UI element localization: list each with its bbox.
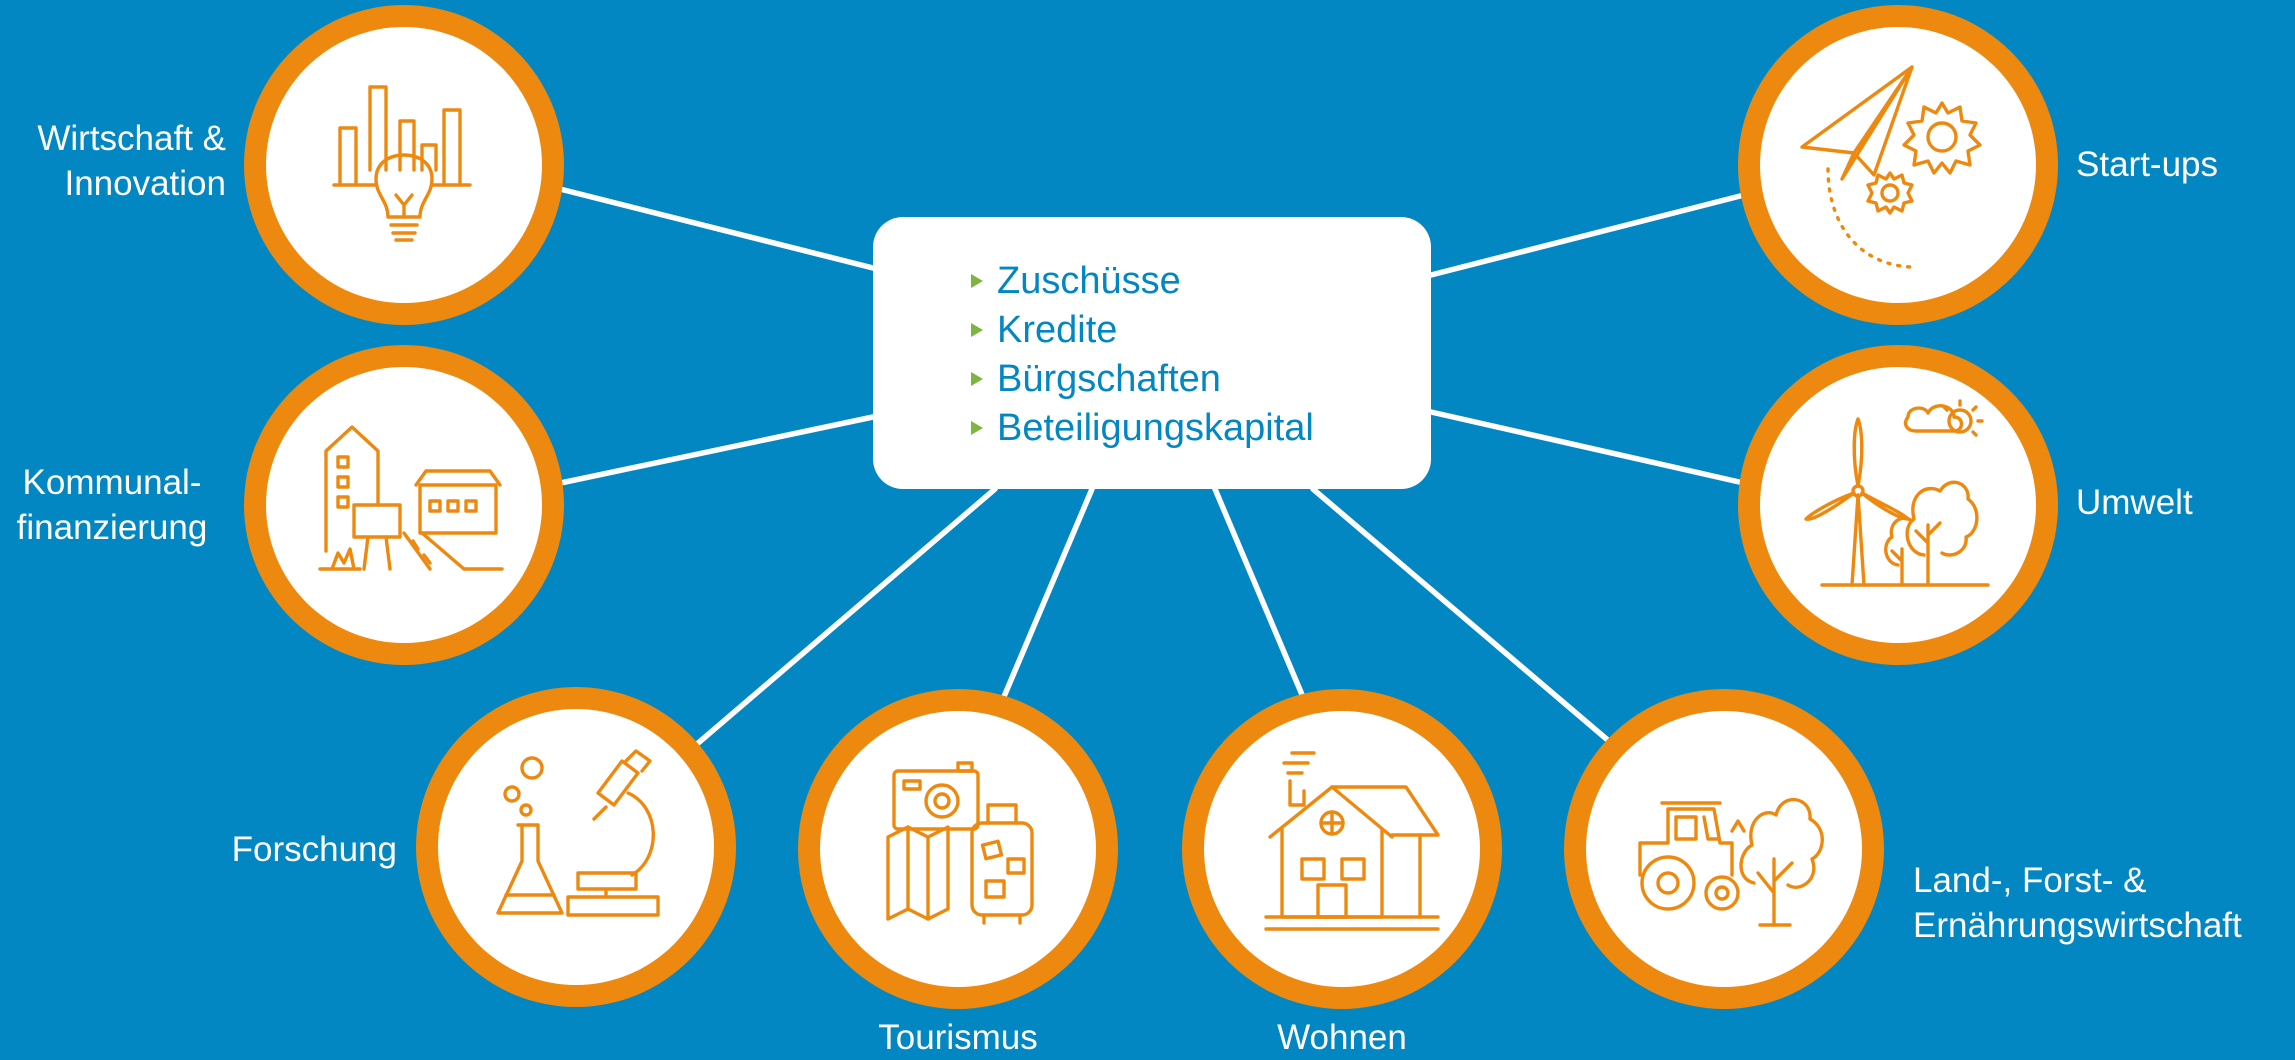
list-item: Bürgschaften xyxy=(971,355,1431,404)
label-line: Wohnen xyxy=(1277,1018,1407,1057)
funding-type-label: Beteiligungskapital xyxy=(997,407,1314,449)
label-line: Umwelt xyxy=(2076,483,2193,522)
connector-umwelt xyxy=(1428,409,1751,487)
ring-inner xyxy=(1760,27,2036,303)
list-item: Kredite xyxy=(971,306,1431,355)
list-item: Beteiligungskapital xyxy=(971,404,1431,453)
ring-inner xyxy=(1586,711,1862,987)
connectors xyxy=(553,185,1751,753)
buildings-road-icon xyxy=(318,425,504,571)
ring-inner xyxy=(266,367,542,643)
connector-wirtschaft xyxy=(553,185,876,271)
label-line: finanzierung xyxy=(16,508,208,547)
paper-plane-gears-icon xyxy=(1800,65,1982,269)
node-tourismus xyxy=(798,689,1118,1009)
funding-types-box: Zuschüsse Kredite Bürgschaften Beteiligu… xyxy=(873,217,1431,489)
node-land xyxy=(1564,689,1884,1009)
node-forschung xyxy=(416,687,736,1007)
funding-type-label: Bürgschaften xyxy=(997,358,1221,400)
node-startups xyxy=(1738,5,2058,325)
ring-inner xyxy=(1204,711,1480,987)
label-line: Ernährungswirtschaft xyxy=(1913,906,2242,945)
funding-types-list: Zuschüsse Kredite Bürgschaften Beteiligu… xyxy=(971,257,1431,453)
wind-turbine-tree-icon xyxy=(1804,399,1990,587)
label-startups: Start-ups xyxy=(2076,142,2218,187)
microscope-flask-icon xyxy=(496,749,660,917)
label-umwelt: Umwelt xyxy=(2076,480,2193,525)
label-line: Land-, Forst- & xyxy=(1913,861,2147,900)
bullet-triangle-icon xyxy=(971,274,983,288)
label-wirtschaft: Wirtschaft & Innovation xyxy=(37,116,226,206)
label-line: Forschung xyxy=(231,830,397,869)
ring-inner xyxy=(438,709,714,985)
ring-inner xyxy=(266,27,542,303)
funding-type-label: Zuschüsse xyxy=(997,260,1181,302)
label-line: Tourismus xyxy=(878,1018,1038,1057)
house-icon xyxy=(1264,751,1440,931)
label-line: Kommunal- xyxy=(22,463,202,502)
ring-inner xyxy=(1760,367,2036,643)
bullet-triangle-icon xyxy=(971,372,983,386)
label-kommunal: Kommunal- finanzierung xyxy=(6,460,218,550)
connector-tourismus xyxy=(1000,486,1095,702)
ring-inner xyxy=(820,711,1096,987)
connector-kommunal xyxy=(553,414,876,487)
label-tourismus: Tourismus xyxy=(858,1015,1058,1060)
label-forschung: Forschung xyxy=(232,827,397,872)
funding-type-label: Kredite xyxy=(997,309,1118,351)
tractor-tree-icon xyxy=(1638,797,1824,927)
node-wohnen xyxy=(1182,689,1502,1009)
camera-suitcase-map-icon xyxy=(886,761,1034,925)
bullet-triangle-icon xyxy=(971,323,983,337)
bar-chart-lightbulb-icon xyxy=(332,85,472,242)
node-kommunal xyxy=(244,345,564,665)
connector-wohnen xyxy=(1212,486,1306,700)
label-line: Wirtschaft & xyxy=(37,119,226,158)
bullet-triangle-icon xyxy=(971,421,983,435)
label-wohnen: Wohnen xyxy=(1242,1015,1442,1060)
label-line: Innovation xyxy=(64,164,226,203)
node-umwelt xyxy=(1738,345,2058,665)
connector-forschung xyxy=(687,486,998,753)
connector-startups xyxy=(1428,191,1751,278)
list-item: Zuschüsse xyxy=(971,257,1431,306)
node-wirtschaft xyxy=(244,5,564,325)
connector-land xyxy=(1310,486,1613,745)
label-line: Start-ups xyxy=(2076,145,2218,184)
label-land: Land-, Forst- & Ernährungswirtschaft xyxy=(1913,858,2242,948)
